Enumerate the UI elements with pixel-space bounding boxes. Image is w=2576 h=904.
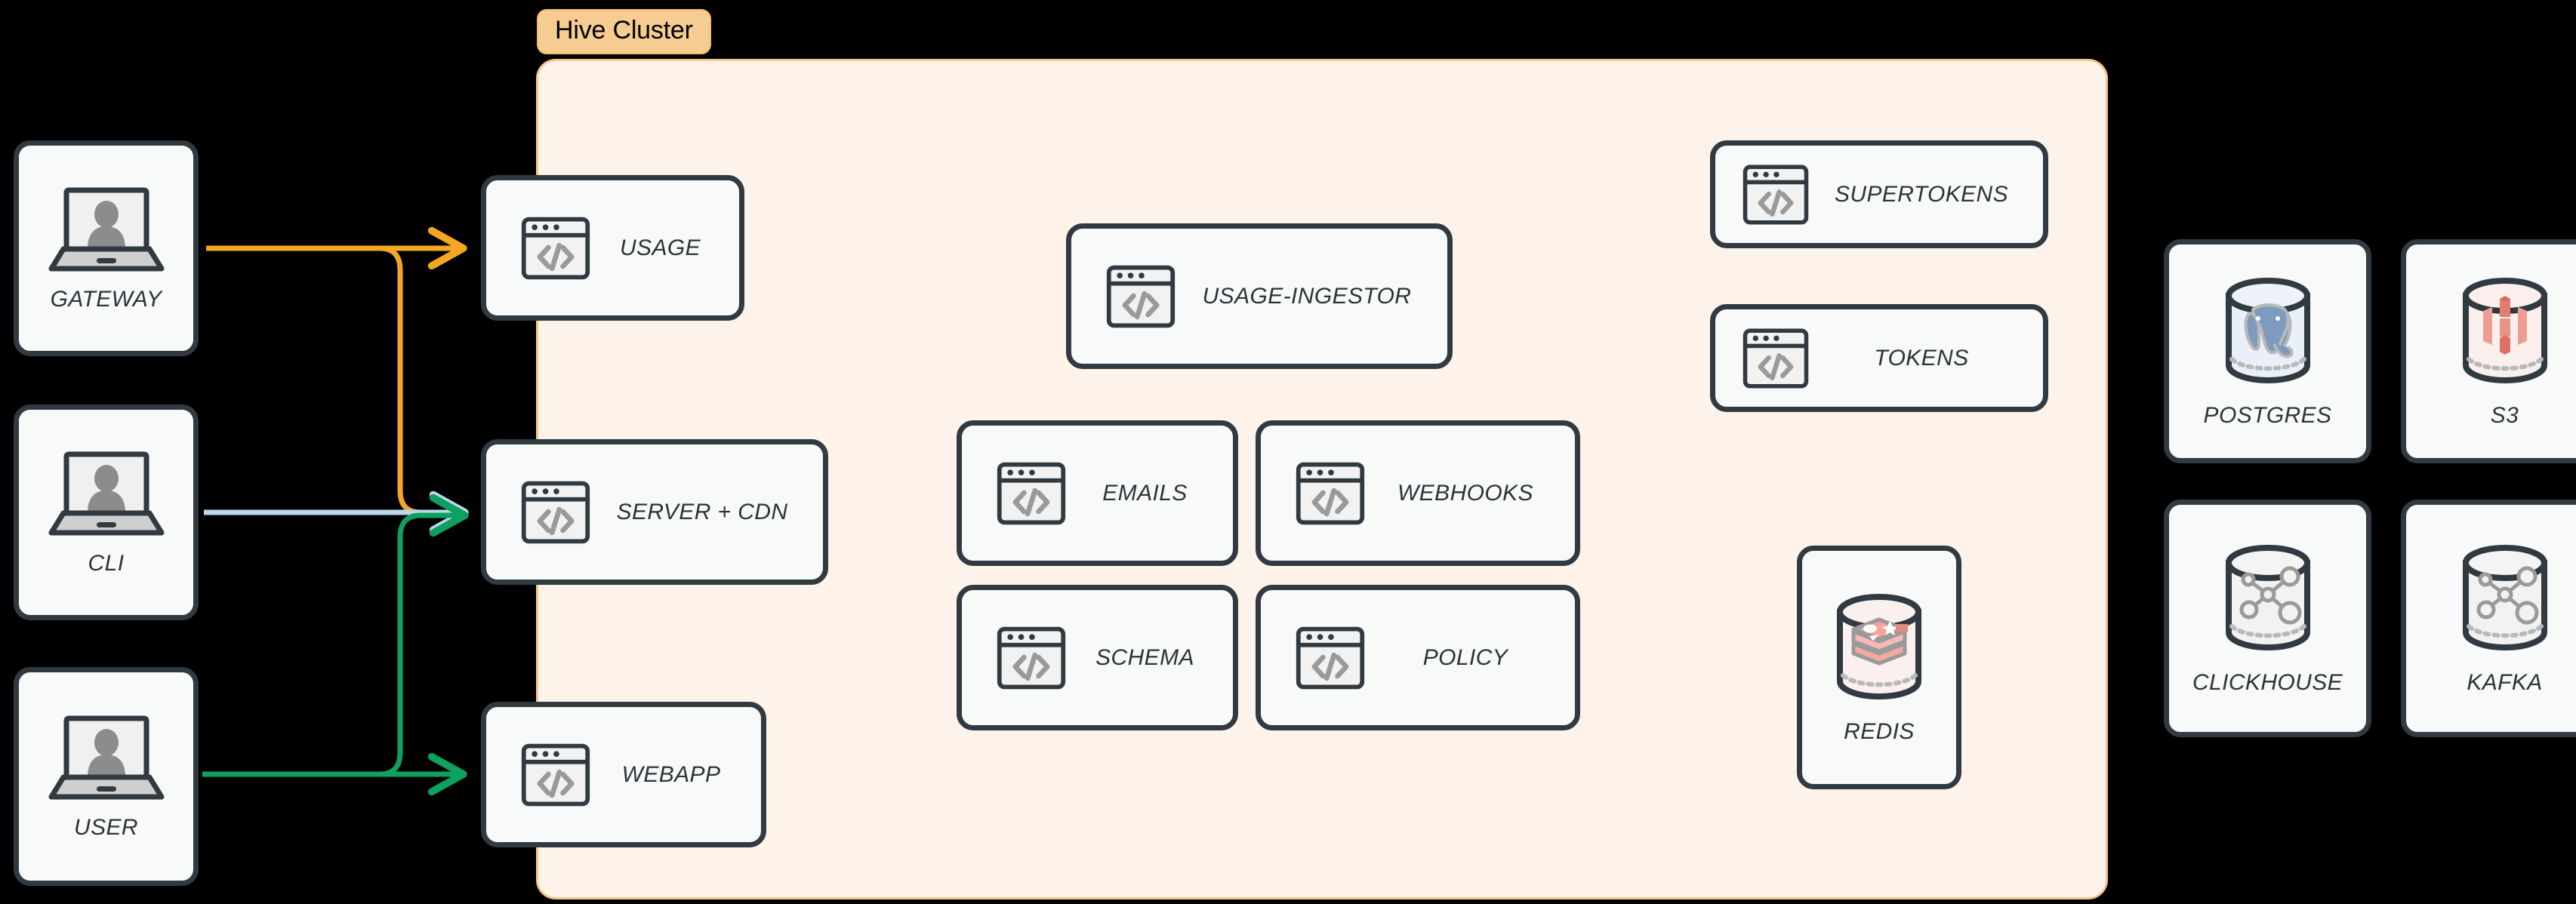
store-label: REDIS: [1844, 718, 1915, 744]
client-label: GATEWAY: [50, 287, 162, 312]
store-card-postgres[interactable]: POSTGRES: [2164, 239, 2371, 463]
code-window-icon: [519, 476, 592, 549]
service-label: SERVER + CDN: [616, 499, 788, 524]
laptop-user-icon: [48, 184, 164, 275]
service-label: POLICY: [1422, 644, 1508, 670]
service-label: TOKENS: [1874, 345, 1969, 371]
service-card-server-cdn[interactable]: SERVER + CDN: [481, 439, 828, 585]
store-card-clickhouse[interactable]: CLICKHOUSE: [2164, 500, 2371, 737]
store-card-kafka[interactable]: KAFKA: [2401, 500, 2576, 737]
service-label: SUPERTOKENS: [1834, 181, 2009, 207]
code-window-icon: [519, 739, 592, 811]
generic-database-icon: [2215, 542, 2321, 655]
client-label: USER: [74, 815, 138, 840]
hive-cluster-badge: Hive Cluster: [537, 9, 711, 54]
s3-database-icon: [2452, 275, 2558, 388]
service-card-schema[interactable]: SCHEMA: [957, 585, 1238, 730]
service-card-webapp[interactable]: WEBAPP: [481, 702, 766, 847]
service-label: EMAILS: [1102, 480, 1188, 506]
wire-user-to-server-cdn: [202, 515, 462, 777]
store-label: POSTGRES: [2203, 402, 2332, 428]
client-card-cli[interactable]: CLI: [14, 404, 199, 620]
store-card-redis[interactable]: REDIS: [1797, 546, 1961, 789]
store-card-s3[interactable]: S3: [2401, 239, 2576, 463]
service-card-usage[interactable]: USAGE: [481, 175, 744, 321]
code-window-icon: [1294, 457, 1367, 530]
service-card-tokens[interactable]: TOKENS: [1710, 304, 2048, 412]
code-window-icon: [1105, 260, 1177, 333]
service-card-webhooks[interactable]: WEBHOOKS: [1256, 420, 1580, 566]
service-card-policy[interactable]: POLICY: [1256, 585, 1580, 730]
postgres-database-icon: [2215, 275, 2321, 388]
laptop-user-icon: [48, 448, 164, 539]
code-window-icon: [995, 457, 1068, 530]
service-label: WEBHOOKS: [1397, 480, 1533, 506]
code-window-icon: [519, 212, 592, 284]
service-label: USAGE: [619, 235, 701, 260]
service-label: USAGE-INGESTOR: [1202, 283, 1412, 309]
store-label: CLICKHOUSE: [2192, 669, 2343, 695]
laptop-user-icon: [48, 712, 164, 803]
wire-gateway-to-server-cdn: [206, 245, 462, 512]
service-card-usage-ingestor[interactable]: USAGE-INGESTOR: [1066, 223, 1453, 369]
service-card-emails[interactable]: EMAILS: [957, 420, 1238, 566]
code-window-icon: [1294, 622, 1367, 694]
redis-database-icon: [1826, 591, 1932, 704]
code-window-icon: [995, 622, 1068, 694]
store-label: S3: [2490, 402, 2519, 428]
service-card-supertokens[interactable]: SUPERTOKENS: [1710, 140, 2048, 248]
store-label: KAFKA: [2467, 669, 2543, 695]
service-label: WEBAPP: [621, 761, 721, 787]
service-label: SCHEMA: [1095, 644, 1194, 670]
client-card-gateway[interactable]: GATEWAY: [14, 140, 199, 356]
code-window-icon: [1741, 160, 1810, 229]
client-card-user[interactable]: USER: [14, 667, 199, 886]
code-window-icon: [1741, 324, 1810, 393]
generic-database-icon: [2452, 542, 2558, 655]
client-label: CLI: [88, 551, 125, 576]
